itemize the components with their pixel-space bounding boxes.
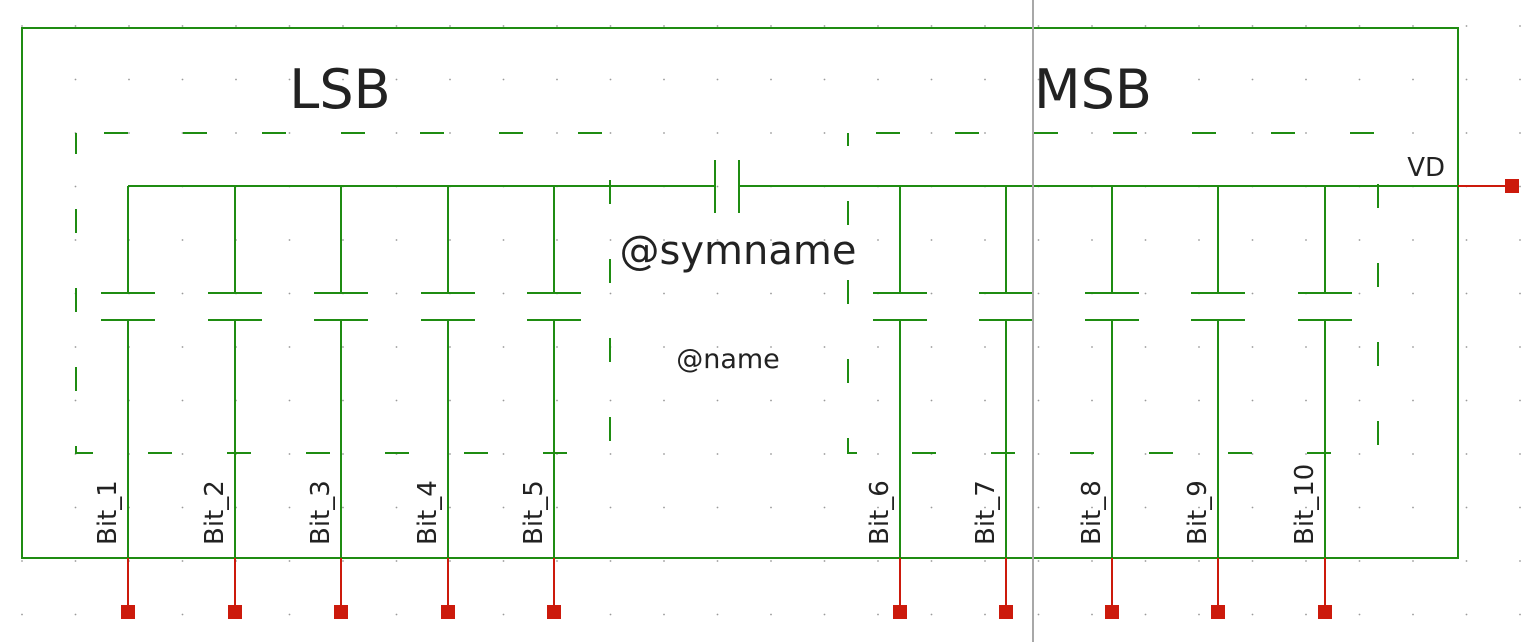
bit-pin-marker-7[interactable] [999, 605, 1013, 619]
name-label: @name [676, 344, 780, 375]
bit-branch-3: Bit_3 [306, 186, 368, 619]
bit-pin-label-10: Bit_10 [1290, 464, 1320, 545]
vd-pin-label: VD [1407, 153, 1445, 183]
bit-branch-1: Bit_1 [93, 186, 155, 619]
bit-pin-marker-10[interactable] [1318, 605, 1332, 619]
bit-pin-label-4: Bit_4 [413, 480, 443, 545]
bit-pin-marker-4[interactable] [441, 605, 455, 619]
bit-pin-label-9: Bit_9 [1183, 480, 1213, 545]
bit-branch-10: Bit_10 [1290, 186, 1352, 619]
bit-capacitor-branches: Bit_1 Bit_2 Bit_3 Bit_4 Bit_5 Bit_6 Bit_7 Bit_8… [93, 186, 1352, 619]
lsb-group-box [75, 132, 611, 454]
bit-branch-9: Bit_9 [1183, 186, 1245, 619]
bridge-capacitor [714, 160, 740, 213]
bit-pin-label-7: Bit_7 [971, 480, 1001, 545]
bit-branch-5: Bit_5 [519, 186, 581, 619]
vd-pin-marker[interactable] [1505, 179, 1519, 193]
bit-pin-marker-3[interactable] [334, 605, 348, 619]
msb-label: MSB [1034, 58, 1152, 121]
bit-pin-marker-6[interactable] [893, 605, 907, 619]
bit-pin-marker-5[interactable] [547, 605, 561, 619]
symbol-outline[interactable] [21, 27, 1459, 559]
bit-pin-label-2: Bit_2 [200, 480, 230, 545]
symname-label: @symname [620, 228, 857, 274]
msb-group-box [847, 132, 1379, 454]
bit-branch-4: Bit_4 [413, 186, 475, 619]
bit-pin-label-3: Bit_3 [306, 480, 336, 545]
bit-pin-label-1: Bit_1 [93, 480, 123, 545]
bit-pin-label-5: Bit_5 [519, 480, 549, 545]
bit-pin-marker-1[interactable] [121, 605, 135, 619]
bit-pin-marker-2[interactable] [228, 605, 242, 619]
bit-branch-2: Bit_2 [200, 186, 262, 619]
bit-branch-7: Bit_7 [971, 186, 1033, 619]
bit-pin-marker-8[interactable] [1105, 605, 1119, 619]
bit-pin-marker-9[interactable] [1211, 605, 1225, 619]
bit-pin-label-6: Bit_6 [865, 480, 895, 545]
bit-branch-8: Bit_8 [1077, 186, 1139, 619]
bit-branch-6: Bit_6 [865, 186, 927, 619]
bit-pin-label-8: Bit_8 [1077, 480, 1107, 545]
lsb-label: LSB [289, 58, 390, 121]
